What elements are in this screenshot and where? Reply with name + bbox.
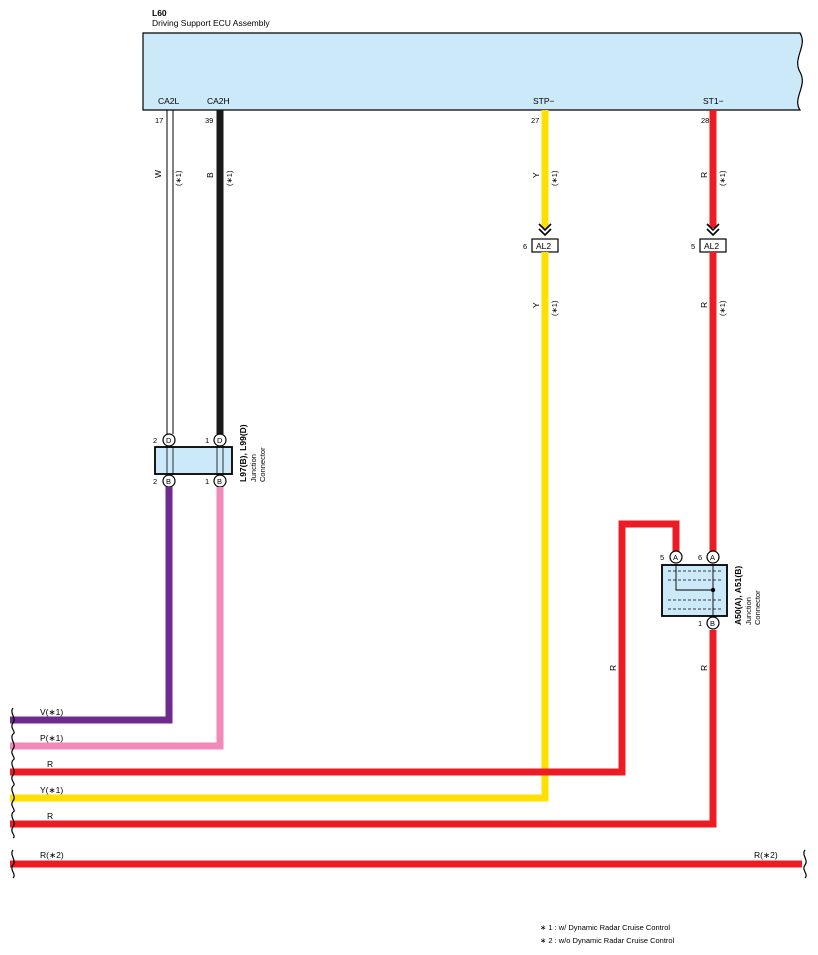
wire-label-r-loop: R xyxy=(608,665,618,671)
chevron-connector-yellow xyxy=(538,223,552,237)
pin-label-st1: ST1− xyxy=(703,96,724,106)
ecu-code: L60 xyxy=(152,8,167,18)
pin-label-ca2l: CA2L xyxy=(158,96,180,106)
wire-label-r-bottom: R xyxy=(699,665,709,671)
wire-note-w: (∗1) xyxy=(174,170,183,186)
ecu-name: Driving Support ECU Assembly xyxy=(152,18,270,28)
l-top-letter-2: D xyxy=(217,436,223,445)
break-marks-left xyxy=(11,707,15,879)
wire-label-y-upper: Y xyxy=(531,172,541,178)
a-top-letter-2: A xyxy=(710,553,715,562)
l-junction-sub1: Junction xyxy=(249,454,258,482)
a-top-letter-1: A xyxy=(673,553,678,562)
junction-connector-a50-a51: A A B 5 6 1 A50(A), A51(B) Junction Conn… xyxy=(660,550,762,630)
l-top-num-2: 1 xyxy=(205,436,209,445)
connector-al2-red: AL2 5 xyxy=(691,238,727,253)
al2-yellow-name: AL2 xyxy=(536,241,551,251)
a-top-num-1: 5 xyxy=(660,553,664,562)
bottom-label-v: V(∗1) xyxy=(40,707,63,717)
a-bottom-num: 1 xyxy=(698,619,702,628)
wire-purple xyxy=(10,487,173,724)
bottom-label-r-star2-right: R(∗2) xyxy=(754,850,778,860)
label-group-white: W (∗1) xyxy=(153,170,183,186)
pin-number-39: 39 xyxy=(205,116,213,125)
a-junction-title: A50(A), A51(B) xyxy=(733,566,743,625)
l-bottom-num-1: 2 xyxy=(153,477,157,486)
bottom-label-r2: R xyxy=(47,811,53,821)
wire-label-y-lower: Y xyxy=(531,302,541,308)
bottom-label-y: Y(∗1) xyxy=(40,785,63,795)
a-junction-sub1: Junction xyxy=(744,597,753,625)
wire-white-ca2l xyxy=(166,110,174,434)
chevron-connector-red xyxy=(706,223,720,237)
wire-label-r-upper: R xyxy=(699,172,709,178)
pin-label-stp: STP− xyxy=(533,96,555,106)
bottom-label-r1: R xyxy=(47,759,53,769)
label-group-yellow-upper: Y (∗1) xyxy=(531,170,559,186)
a-top-num-2: 6 xyxy=(698,553,702,562)
label-group-red-lower: R (∗1) xyxy=(699,300,727,316)
al2-red-pin: 5 xyxy=(691,242,695,251)
wire-note-r-lower: (∗1) xyxy=(718,300,727,316)
l-bottom-num-2: 1 xyxy=(205,477,209,486)
wire-red-loop xyxy=(10,520,680,776)
bottom-label-p: P(∗1) xyxy=(40,733,63,743)
pin-label-ca2h: CA2H xyxy=(207,96,230,106)
pin-number-17: 17 xyxy=(155,116,163,125)
l-top-num-1: 2 xyxy=(153,436,157,445)
wire-red-st1-bottom xyxy=(10,630,717,828)
label-group-yellow-lower: Y (∗1) xyxy=(531,300,559,316)
wire-note-y-lower: (∗1) xyxy=(550,300,559,316)
wire-note-y-upper: (∗1) xyxy=(550,170,559,186)
l-bottom-letter-1: B xyxy=(166,477,171,486)
wire-note-r-upper: (∗1) xyxy=(718,170,727,186)
footnote-2: ∗ 2 : w/o Dynamic Radar Cruise Control xyxy=(540,936,675,945)
break-mark-right xyxy=(803,849,807,879)
l-junction-title: L97(B), L99(D) xyxy=(238,424,248,482)
l-bottom-letter-2: B xyxy=(217,477,222,486)
junction-connector-l97-l99: D D B B 2 1 2 1 L97(B), L99(D) Junction … xyxy=(153,424,267,488)
l-top-letter-1: D xyxy=(166,436,172,445)
footnote-1: ∗ 1 : w/ Dynamic Radar Cruise Control xyxy=(540,923,670,932)
pin-number-27: 27 xyxy=(531,116,539,125)
a-junction-sub2: Connector xyxy=(753,590,762,625)
wire-label-r-lower: R xyxy=(699,302,709,308)
label-group-red-upper: R (∗1) xyxy=(699,170,727,186)
wire-label-b: B xyxy=(205,172,215,178)
wire-note-b: (∗1) xyxy=(225,170,234,186)
label-group-black: B (∗1) xyxy=(205,170,234,186)
bottom-label-r-star2-left: R(∗2) xyxy=(40,850,64,860)
wire-pink xyxy=(10,487,224,750)
pin-number-28: 28 xyxy=(701,116,709,125)
a-bottom-letter: B xyxy=(710,619,715,628)
wire-label-w: W xyxy=(153,170,163,178)
connector-al2-yellow: AL2 6 xyxy=(523,238,559,253)
ecu-box xyxy=(142,32,803,111)
wire-yellow-stp-lower xyxy=(10,252,549,802)
al2-yellow-pin: 6 xyxy=(523,242,527,251)
l-junction-sub2: Connector xyxy=(258,447,267,482)
al2-red-name: AL2 xyxy=(704,241,719,251)
